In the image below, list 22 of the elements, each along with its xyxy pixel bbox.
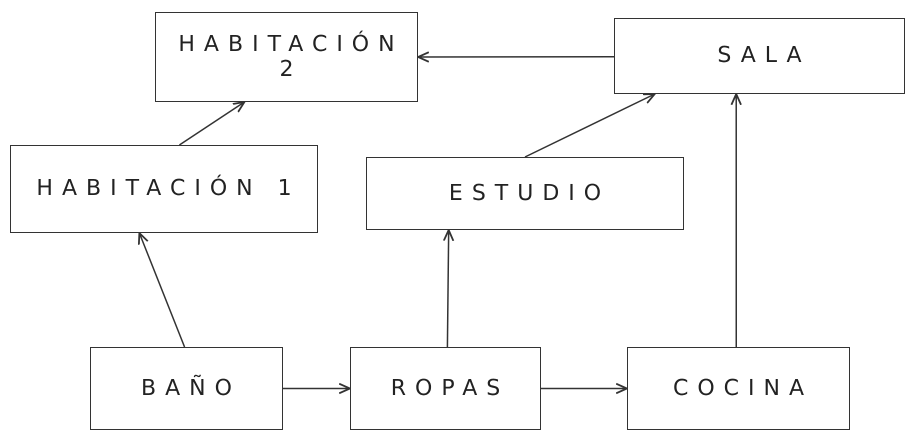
- room-box: [90, 347, 283, 430]
- room-box: [627, 347, 850, 430]
- arrow: [524, 93, 656, 158]
- room-box: [614, 18, 905, 94]
- room-box: [10, 145, 318, 233]
- room-label: HABITACIÓN 2: [178, 32, 404, 82]
- arrow: [283, 382, 351, 394]
- arrow: [730, 93, 742, 347]
- room-label: COCINA: [672, 376, 814, 402]
- room-box: [155, 12, 418, 102]
- arrow: [178, 101, 246, 146]
- room-label: ESTUDIO: [448, 180, 610, 206]
- room-label: BAÑO: [141, 376, 241, 402]
- room-box: [350, 347, 541, 430]
- arrow: [442, 229, 454, 347]
- arrow: [417, 51, 614, 63]
- room-label: ROPAS: [390, 376, 510, 402]
- room-label: SALA: [717, 43, 811, 69]
- arrow: [138, 232, 186, 348]
- room-label: HABITACIÓN 1: [36, 176, 301, 202]
- arrow: [541, 382, 628, 394]
- room-box: [366, 157, 684, 230]
